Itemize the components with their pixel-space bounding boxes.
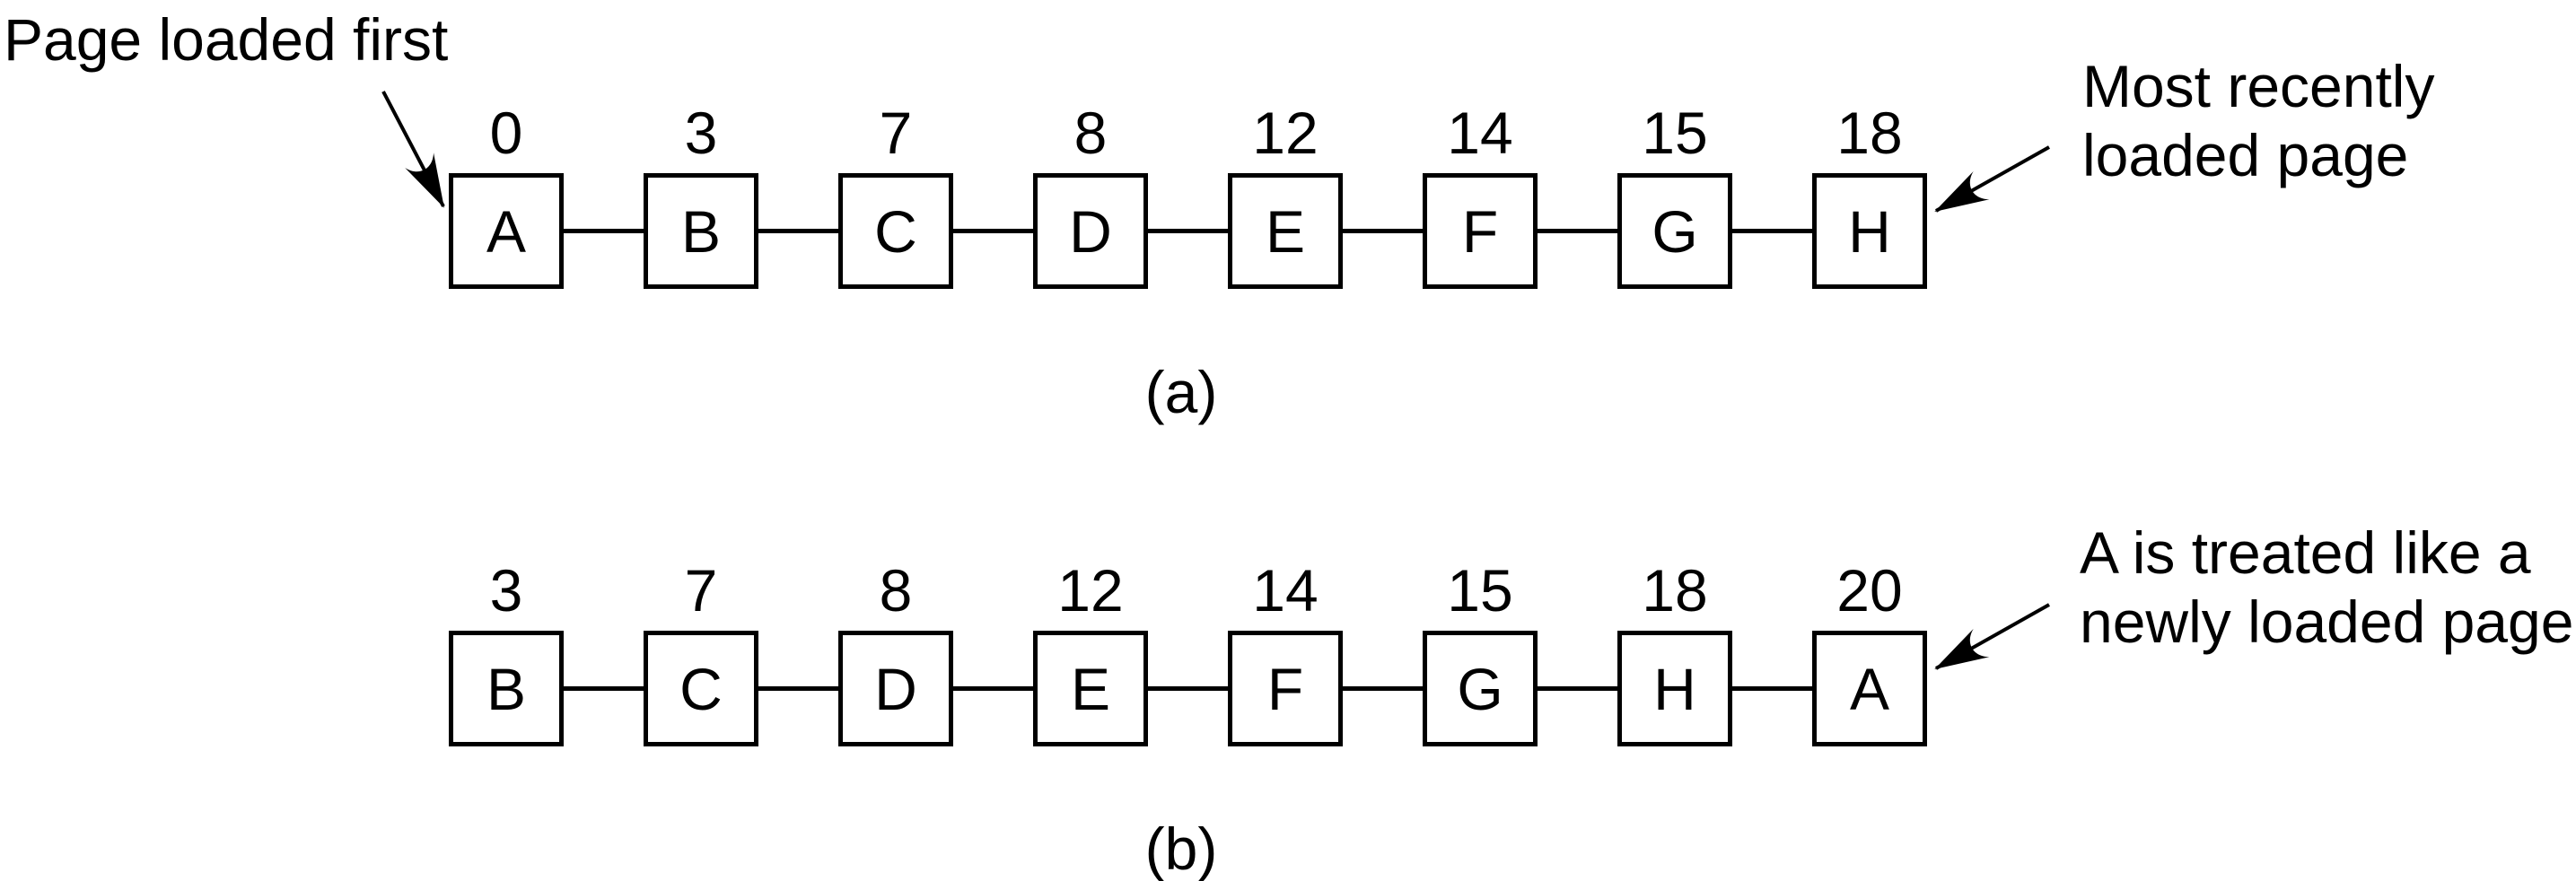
load-time-label: 3 — [489, 557, 523, 624]
page-letter: D — [874, 655, 917, 722]
page-box: D — [1033, 173, 1148, 289]
page-node: 8 D — [1033, 103, 1148, 289]
page-node: 3 B — [449, 561, 564, 746]
page-box: G — [1617, 173, 1732, 289]
page-letter: B — [680, 197, 722, 265]
link-line — [1536, 686, 1619, 691]
page-node: 7 C — [838, 103, 953, 289]
load-time-label: 3 — [684, 100, 718, 166]
link-line — [757, 229, 840, 233]
page-node: 0 A — [449, 103, 564, 289]
page-letter: G — [1652, 197, 1698, 265]
load-time-label: 7 — [879, 100, 913, 166]
load-time-label: 8 — [879, 557, 913, 624]
page-box: E — [1033, 631, 1148, 746]
link-line — [951, 229, 1035, 233]
page-node: 12 E — [1033, 561, 1148, 746]
page-box: A — [449, 173, 564, 289]
page-node: 18 H — [1812, 103, 1927, 289]
link-line — [951, 686, 1035, 691]
page-node: 15 G — [1423, 561, 1538, 746]
page-box: F — [1228, 631, 1343, 746]
page-box: H — [1617, 631, 1732, 746]
load-time-label: 12 — [1252, 100, 1319, 166]
page-letter: F — [1266, 655, 1304, 722]
link-line — [1730, 686, 1814, 691]
page-box: A — [1812, 631, 1927, 746]
caption-b: (b) — [1144, 816, 1218, 881]
page-letter: G — [1457, 655, 1503, 722]
load-time-label: 20 — [1836, 557, 1903, 624]
annotation-page-loaded-first: Page loaded first — [4, 6, 449, 73]
page-letter: C — [874, 197, 917, 265]
link-line — [1146, 229, 1230, 233]
load-time-label: 15 — [1447, 557, 1513, 624]
page-letter: H — [1848, 197, 1891, 265]
page-node: 20 A — [1812, 561, 1927, 746]
page-box: F — [1423, 173, 1538, 289]
page-box: C — [644, 631, 758, 746]
caption-a: (a) — [1144, 359, 1218, 425]
load-time-label: 7 — [684, 557, 718, 624]
link-line — [757, 686, 840, 691]
page-node: 3 B — [644, 103, 758, 289]
page-node: 12 E — [1228, 103, 1343, 289]
page-box: H — [1812, 173, 1927, 289]
page-box: G — [1423, 631, 1538, 746]
load-time-label: 18 — [1642, 557, 1708, 624]
link-line — [1146, 686, 1230, 691]
load-time-label: 14 — [1447, 100, 1513, 166]
page-letter: A — [1849, 655, 1890, 722]
page-box: C — [838, 173, 953, 289]
page-node: 14 F — [1228, 561, 1343, 746]
link-line — [1536, 229, 1619, 233]
page-node: 8 D — [838, 561, 953, 746]
annotation-most-recently-loaded: Most recently loaded page — [2082, 53, 2435, 188]
link-line — [1341, 229, 1424, 233]
page-node: 7 C — [644, 561, 758, 746]
load-time-label: 0 — [489, 100, 523, 166]
load-time-label: 18 — [1836, 100, 1903, 166]
page-letter: C — [679, 655, 723, 722]
page-box: E — [1228, 173, 1343, 289]
link-line — [562, 686, 645, 691]
page-letter: H — [1653, 655, 1696, 722]
link-line — [562, 229, 645, 233]
page-node: 18 H — [1617, 561, 1732, 746]
page-letter: E — [1265, 197, 1306, 265]
page-letter: A — [486, 197, 527, 265]
load-time-label: 8 — [1073, 100, 1108, 166]
page-node: 14 F — [1423, 103, 1538, 289]
page-box: B — [449, 631, 564, 746]
page-letter: D — [1069, 197, 1112, 265]
load-time-label: 15 — [1642, 100, 1708, 166]
annotation-a-treated-like-new: A is treated like a newly loaded page — [2080, 519, 2574, 655]
page-box: D — [838, 631, 953, 746]
load-time-label: 14 — [1252, 557, 1319, 624]
load-time-label: 12 — [1057, 557, 1124, 624]
link-line — [1730, 229, 1814, 233]
page-letter: B — [486, 655, 527, 722]
page-letter: E — [1070, 655, 1111, 722]
page-box: B — [644, 173, 758, 289]
page-letter: F — [1461, 197, 1499, 265]
page-node: 15 G — [1617, 103, 1732, 289]
link-line — [1341, 686, 1424, 691]
